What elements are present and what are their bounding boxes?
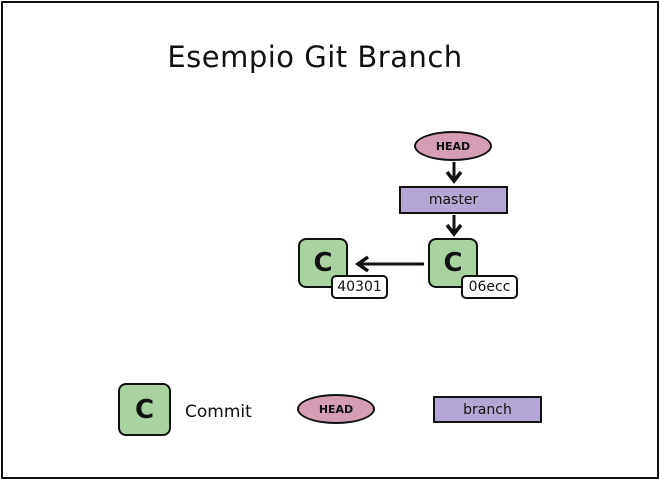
commit-letter: C	[443, 248, 463, 278]
diagram-title: Esempio Git Branch	[167, 40, 463, 74]
legend-commit-label: Commit	[185, 402, 252, 422]
arrow-master-to-commit	[445, 215, 463, 237]
arrow-head-to-master	[445, 162, 463, 184]
commit-hash-40301: 40301	[331, 275, 388, 299]
head-pointer: HEAD	[414, 131, 492, 161]
legend-commit-letter: C	[134, 395, 155, 425]
commit-hash-06ecc: 06ecc	[461, 275, 518, 299]
legend-commit-icon: C	[118, 383, 171, 436]
arrow-commit-to-parent	[354, 255, 424, 273]
legend-head-icon: HEAD	[297, 394, 375, 424]
branch-master: master	[399, 186, 508, 214]
legend-branch-icon: branch	[433, 396, 542, 423]
commit-node-06ecc: C	[428, 238, 478, 288]
commit-letter: C	[313, 248, 333, 278]
